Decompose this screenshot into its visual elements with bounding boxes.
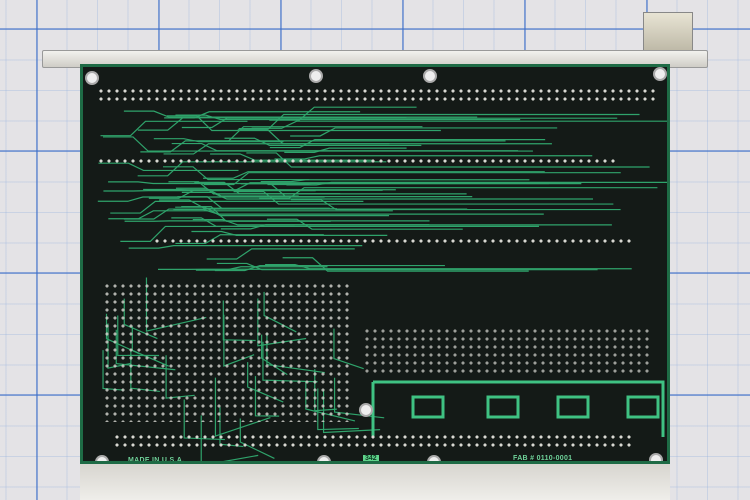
trace — [284, 147, 407, 153]
trace — [148, 189, 383, 199]
pin-array — [153, 237, 633, 247]
trace — [233, 190, 614, 205]
ejector-handle — [643, 12, 693, 56]
pin-array — [363, 327, 653, 377]
mounting-hole — [309, 69, 323, 83]
trace — [164, 111, 361, 119]
trace — [171, 217, 539, 227]
trace — [153, 138, 284, 143]
trace — [123, 110, 478, 118]
trace — [173, 208, 544, 215]
code-badge: 342 — [363, 455, 379, 462]
trace — [108, 181, 550, 185]
pin-array — [103, 282, 353, 422]
made-in-label: MADE IN U.S.A. — [128, 457, 185, 464]
trace — [192, 218, 612, 226]
trace — [100, 120, 248, 137]
trace — [166, 115, 441, 132]
mounting-hole — [85, 71, 99, 85]
mounting-hole — [95, 455, 109, 461]
trace — [237, 129, 552, 145]
trace — [97, 196, 325, 202]
trace — [163, 143, 390, 155]
trace — [108, 210, 393, 220]
trace — [259, 187, 658, 199]
trace — [181, 117, 618, 129]
trace — [168, 181, 467, 195]
trace — [238, 113, 640, 130]
trace — [195, 266, 328, 271]
connector-pins — [113, 433, 633, 449]
trace — [290, 127, 558, 137]
trace — [203, 171, 545, 179]
board-bottom-edge — [80, 464, 670, 500]
trace — [290, 199, 621, 211]
fab-number-label: FAB # 0110-0001 — [513, 455, 573, 462]
trace — [260, 179, 530, 183]
trace — [203, 172, 621, 186]
trace — [198, 126, 423, 142]
trace — [123, 208, 468, 220]
trace — [137, 117, 407, 131]
mounting-hole — [653, 67, 667, 81]
ground-plane-trace — [371, 380, 665, 437]
trace — [181, 191, 594, 200]
copper-traces — [97, 106, 667, 461]
trace — [216, 262, 598, 271]
mounting-hole — [359, 403, 373, 417]
trace — [214, 264, 445, 272]
trace — [200, 415, 259, 461]
mounting-hole — [649, 453, 663, 461]
pin-array — [97, 87, 657, 103]
trace — [282, 257, 529, 272]
pin-array — [97, 157, 617, 167]
trace — [181, 205, 331, 222]
mounting-hole — [423, 69, 437, 83]
trace — [140, 140, 506, 153]
trace — [110, 200, 364, 214]
circuit-board: MADE IN U.S.A. 342 FAB # 0110-0001 — [80, 64, 670, 464]
trace — [175, 206, 390, 217]
trace — [269, 106, 417, 121]
trace — [206, 248, 355, 260]
mounting-hole — [427, 455, 441, 461]
trace — [171, 142, 519, 152]
mounting-hole — [317, 455, 331, 461]
trace — [175, 187, 299, 197]
trace — [224, 137, 422, 147]
